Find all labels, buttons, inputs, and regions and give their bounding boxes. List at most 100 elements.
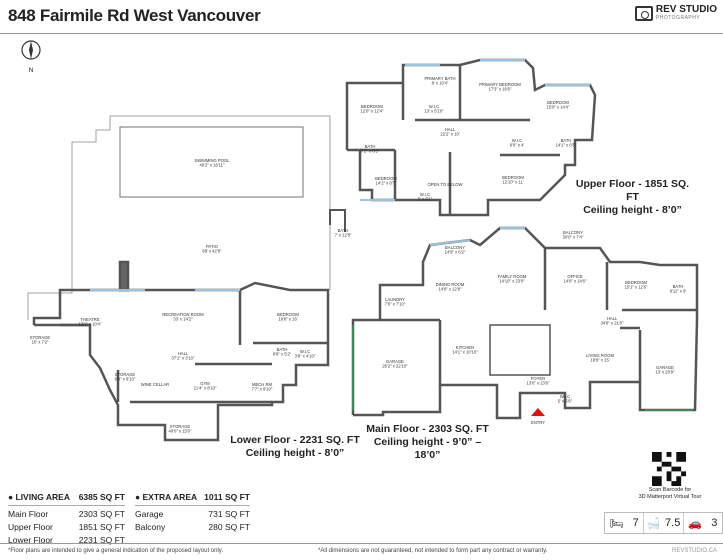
patio-outline: [27, 115, 331, 320]
room-name: BEDROOM: [375, 176, 397, 181]
room-dimensions: 12'0" x 12'4": [361, 109, 384, 114]
living-area-total: 6385 SQ FT: [78, 492, 125, 502]
room-dimensions: 22'2" x 10': [440, 132, 459, 137]
qr-caption-line: 3D Matterport Virtual Tour: [638, 494, 702, 500]
room-dimensions: 6'11" x 9': [670, 289, 687, 294]
room-name: LIVING ROOM: [586, 353, 614, 358]
bed-icon: 🛏: [609, 517, 624, 530]
footer-divider: [0, 543, 723, 544]
room-dimensions: 7'8" x 7'10": [385, 302, 406, 307]
footer-note-layout: *Floor plans are intended to give a gene…: [8, 548, 224, 554]
room-name: RECREATION ROOM: [162, 312, 204, 317]
bedroom-count: 7: [632, 517, 639, 529]
room-name: ENTRY: [531, 420, 545, 425]
room-dimensions: 30'0" x 7'4": [563, 235, 584, 240]
upper-floor-walls: [329, 58, 597, 232]
room-dimensions: 14'10" x 23'0": [499, 279, 525, 284]
area-value: 1851 SQ FT: [78, 522, 125, 532]
main-floor-ceiling: Ceiling height - 9’0” – 18’0”: [373, 436, 482, 461]
compass-label: N: [29, 68, 33, 74]
room-dimensions: 8'8" x 9'10": [115, 377, 136, 382]
compass-icon: [21, 40, 41, 60]
lower-floor-title: Lower Floor - 2231 SQ. FT: [230, 434, 360, 446]
main-floor-title: Main Floor - 2303 SQ. FT: [366, 423, 489, 435]
upper-floor-ceiling: Ceiling height - 8’0”: [583, 204, 682, 216]
main-floor-walls: [351, 226, 699, 420]
room-dimensions: 7' x 12'8": [335, 233, 352, 238]
room-name: BEDROOM: [625, 280, 647, 285]
area-value: 2303 SQ FT: [78, 509, 125, 519]
room-dimensions: 3'8" x 4'10": [295, 354, 316, 359]
camera-icon: [634, 5, 653, 21]
footer-note-dimensions: *All dimensions are not guaranteed, not …: [318, 548, 548, 554]
room-name: PATIO: [206, 244, 219, 249]
room-dimensions: 18'8" x 16': [278, 317, 297, 322]
room-name: THEATRE: [80, 317, 99, 322]
room-name: BATH: [673, 284, 684, 289]
room-name: FOYER: [531, 376, 545, 381]
area-name: Lower Floor: [8, 535, 53, 545]
room-name: BEDROOM: [502, 175, 524, 180]
room-name: KITCHEN: [456, 345, 474, 350]
room-dimensions: 13' x 5'10": [424, 109, 444, 114]
room-dimensions: 8' x 10'4": [432, 81, 449, 86]
room-name: LAUNDRY: [385, 297, 405, 302]
room-dimensions: 8'8" x 5'2": [273, 352, 292, 357]
area-name: Main Floor: [8, 509, 49, 519]
room-dimensions: 17'3" x 16'6": [489, 87, 512, 92]
extra-area-label: ● EXTRA AREA: [135, 492, 198, 502]
room-dimensions: 15'0" x 14'4": [547, 105, 570, 110]
room-name: PRIMARY BATH: [425, 76, 456, 81]
room-dimensions: 40'2" x 16'11": [200, 163, 225, 168]
area-name: Balcony: [135, 522, 166, 532]
qr-code[interactable]: [652, 452, 686, 486]
windows: [90, 59, 590, 291]
lower-floor-label: Lower Floor - 2231 SQ. FT Ceiling height…: [225, 434, 365, 460]
area-value: 2231 SQ FT: [78, 535, 125, 545]
living-area-table: ● LIVING AREA 6385 SQ FT Main Floor 2303 S…: [8, 491, 125, 547]
room-name: GARAGE: [386, 359, 404, 364]
room-name: OFFICE: [567, 274, 583, 279]
area-name: Garage: [135, 509, 164, 519]
room-name: STORAGE: [30, 335, 51, 340]
room-name: GARAGE: [656, 365, 674, 370]
logo-sub: PHOTOGRAPHY: [655, 15, 701, 21]
room-name: SWIMMING POOL: [194, 158, 230, 163]
room-dimensions: 14'0" x 14'6": [564, 279, 587, 284]
living-area-label: ● LIVING AREA: [8, 492, 70, 502]
room-name: BALCONY: [563, 230, 583, 235]
feature-counts: 🛏7 🛁7.5 🚗3: [604, 512, 723, 534]
room-name: BATH: [277, 347, 288, 352]
room-name: MECH RM: [252, 382, 273, 387]
qr-caption-line: Scan Barcode for: [648, 487, 692, 493]
room-dimensions: 21'4" x 8'10": [194, 386, 217, 391]
qr-caption: Scan Barcode for 3D Matterport Virtual T…: [620, 487, 720, 501]
upper-floor-label: Upper Floor - 1851 SQ. FT Ceiling height…: [570, 178, 695, 217]
area-name: Upper Floor: [8, 522, 53, 532]
room-dimensions: 12'10" x 11': [502, 180, 523, 185]
room-name: WINE CELLAR: [141, 382, 169, 387]
room-dimensions: 14'8" x 6'2": [445, 250, 466, 255]
room-dimensions: 14'1" x 10'10": [452, 350, 478, 355]
room-name: HALL: [445, 127, 456, 132]
room-name: BATH: [338, 228, 349, 233]
room-dimensions: 6'0" x 4': [510, 143, 525, 148]
garage-count: 3: [711, 517, 718, 529]
room-dimensions: 13'1" x 10'4": [79, 322, 102, 327]
room-name: PRIMARY BEDROOM: [479, 82, 521, 87]
room-name: W.I.C: [300, 349, 310, 354]
room-name: BATH: [365, 144, 376, 149]
room-dimensions: 34'8" x 21'0": [601, 321, 624, 326]
room-dimensions: 7'7" x 9'10": [252, 387, 273, 392]
room-name: DINING ROOM: [436, 282, 465, 287]
room-dimensions: 10' x 7'2": [32, 340, 49, 345]
entry-arrow-icon: [531, 408, 545, 416]
logo-main: REV STUDIO: [655, 4, 717, 15]
room-name: W.I.C: [560, 394, 570, 399]
car-icon: 🚗: [688, 517, 702, 530]
room-name: OPEN TO BELOW: [428, 182, 463, 187]
room-name: BEDROOM: [361, 104, 383, 109]
room-dimensions: 33' x 14'2": [173, 317, 193, 322]
